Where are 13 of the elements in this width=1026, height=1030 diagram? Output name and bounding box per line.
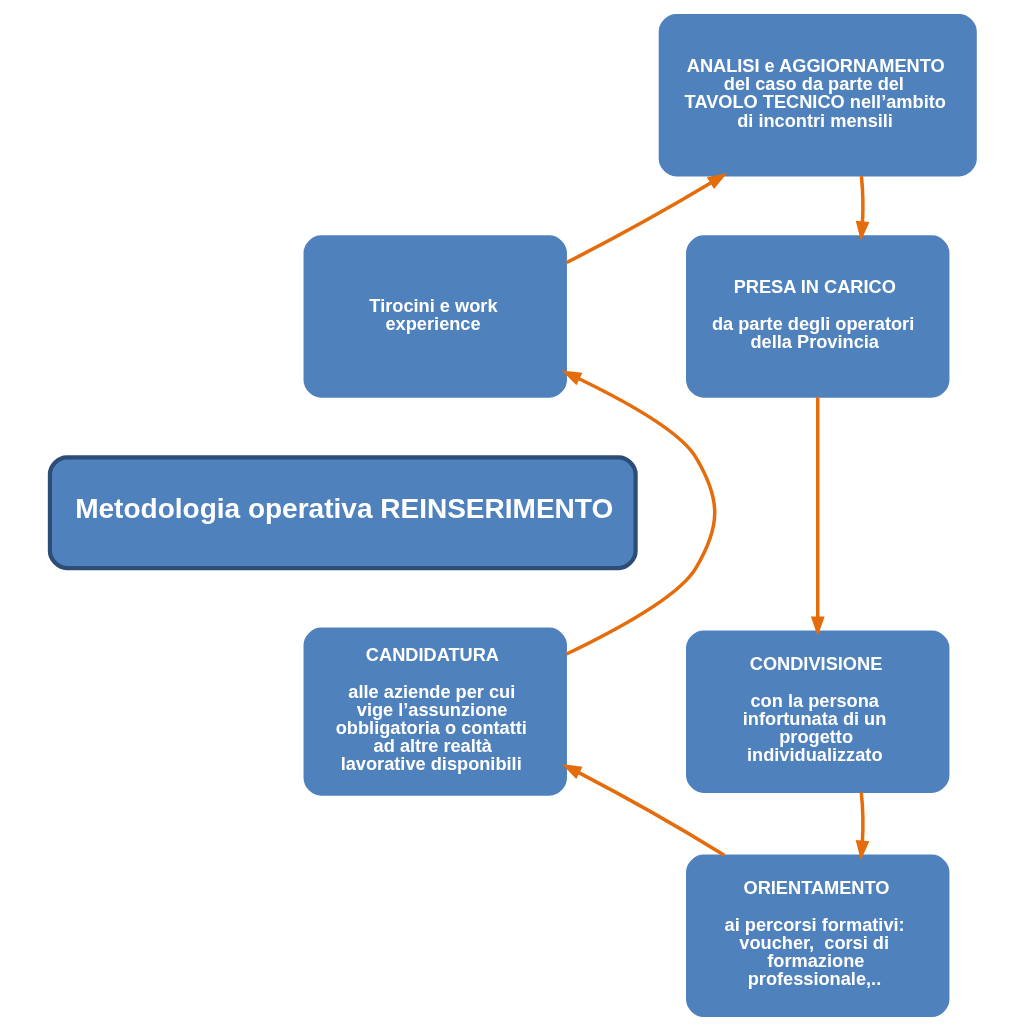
node-box: PRESA IN CARICO da parte degli operatori della Provincia — [686, 234, 950, 398]
arrow — [810, 396, 825, 636]
node-box: Metodologia operativa REINSERIMENTO — [47, 454, 638, 570]
node-box: CANDIDATURA alle aziende per cui vige l’assunzione obbligatoria o contatti ad altre realtà lavorative disponibili — [303, 627, 567, 796]
arrow — [561, 763, 726, 857]
node-box: ORIENTAMENTO ai percorsi formativi: voucher, corsi di formazione professionale,.. — [686, 854, 950, 1017]
arrow — [855, 175, 870, 241]
node-box: ANALISI e AGGIORNAMENTO del caso da parte del TAVOLO TECNICO nell’ambito di incontri mensili — [658, 13, 977, 176]
arrow — [855, 791, 870, 860]
node-box: Tirocini e work experience — [303, 234, 567, 398]
node-box: CONDIVISIONE con la persona infortunata di un progetto individualizzato — [686, 629, 950, 793]
arrow — [565, 172, 728, 264]
arrow — [561, 370, 717, 656]
